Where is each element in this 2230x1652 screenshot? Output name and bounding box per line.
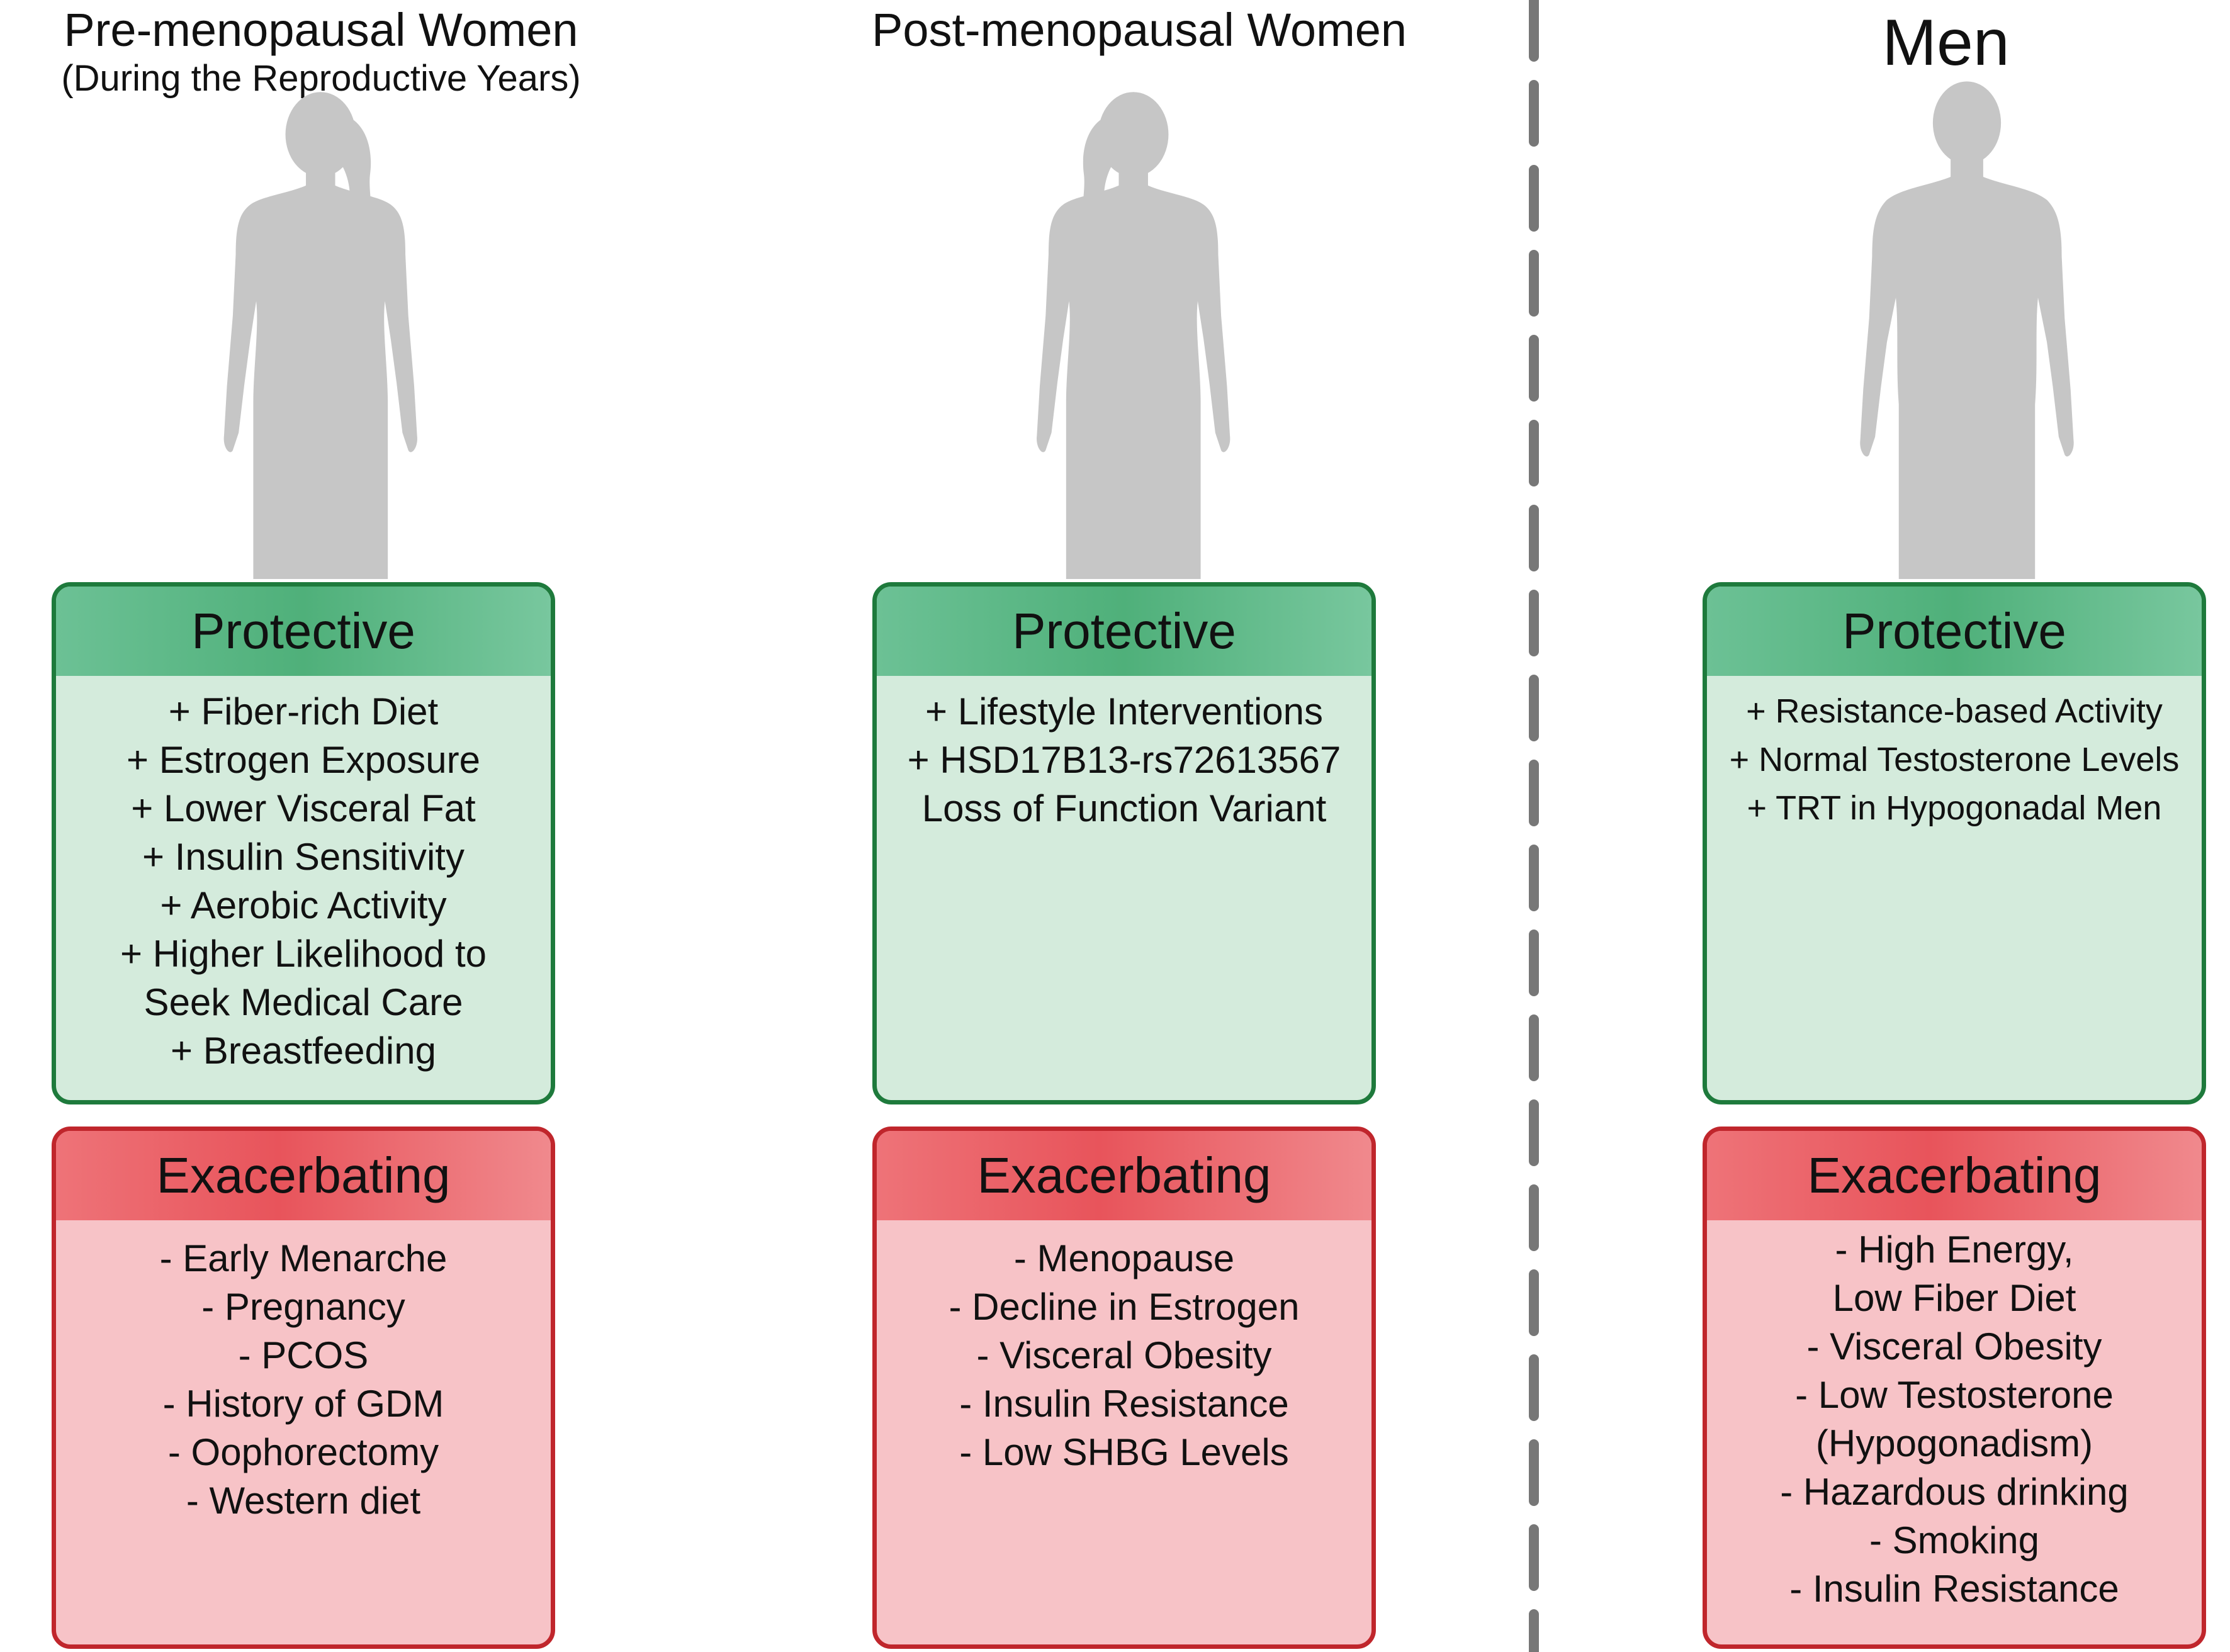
factor-item: - PCOS — [238, 1334, 369, 1376]
exacerbating-factors-box: Exacerbating - Menopause - Decline in Est… — [872, 1127, 1376, 1649]
factor-item: - Low SHBG Levels — [959, 1431, 1289, 1473]
factor-item: - Menopause — [1013, 1237, 1235, 1279]
protective-heading: Protective — [56, 587, 551, 676]
exacerbating-heading: Exacerbating — [1707, 1131, 2202, 1220]
factor-item: - Visceral Obesity — [976, 1334, 1272, 1376]
column-postmenopausal-women: Post-menopausal Women Protective + Lifes… — [812, 0, 1467, 1652]
protective-heading: Protective — [877, 587, 1371, 676]
factor-item: + Lower Visceral Fat — [131, 787, 476, 829]
protective-factors-list: + Lifestyle Interventions + HSD17B13-rs72… — [877, 676, 1371, 833]
factor-item: + Fiber-rich Diet — [168, 690, 439, 733]
exacerbating-factors-box: Exacerbating - High Energy, Low Fiber Die… — [1703, 1127, 2206, 1649]
factor-item: - Pregnancy — [201, 1286, 405, 1328]
factor-item: - Decline in Estrogen — [949, 1286, 1300, 1328]
exacerbating-factors-list: - Early Menarche - Pregnancy - PCOS - Histo… — [56, 1220, 551, 1525]
factor-item: - Western diet — [186, 1480, 421, 1522]
factor-item: (Hypogonadism) — [1815, 1422, 2093, 1464]
column-subtitle: (During the Reproductive Years) — [61, 58, 581, 99]
factor-item: Loss of Function Variant — [921, 787, 1327, 829]
male-silhouette-icon — [1860, 81, 2074, 579]
factor-item: + Resistance-based Activity — [1746, 692, 2163, 730]
factor-item: + Aerobic Activity — [160, 884, 447, 926]
exacerbating-factors-list: - Menopause - Decline in Estrogen - Viscer… — [877, 1220, 1371, 1476]
factor-item: - History of GDM — [162, 1383, 444, 1425]
protective-factors-box: Protective + Lifestyle Interventions + HS… — [872, 582, 1376, 1104]
protective-factors-list: + Resistance-based Activity + Normal Test… — [1707, 676, 2202, 833]
exacerbating-factors-list: - High Energy, Low Fiber Diet - Visceral O… — [1707, 1220, 2202, 1613]
exacerbating-heading: Exacerbating — [56, 1131, 551, 1220]
protective-heading: Protective — [1707, 587, 2202, 676]
factor-item: - Low Testosterone — [1795, 1374, 2114, 1416]
protective-factors-list: + Fiber-rich Diet + Estrogen Exposure + Lo… — [56, 676, 551, 1075]
factor-item: - Oophorectomy — [167, 1431, 439, 1473]
factor-item: - Insulin Resistance — [1789, 1568, 2119, 1610]
factor-item: - High Energy, — [1835, 1228, 2074, 1271]
factor-item: - Hazardous drinking — [1780, 1471, 2129, 1513]
factor-item: + Normal Testosterone Levels — [1729, 741, 2180, 778]
factor-item: - Insulin Resistance — [959, 1383, 1289, 1425]
protective-factors-box: Protective + Fiber-rich Diet + Estrogen E… — [52, 582, 555, 1104]
column-title: Pre-menopausal Women — [64, 4, 578, 56]
female-silhouette-icon — [223, 92, 417, 579]
female-silhouette-icon — [1037, 92, 1230, 579]
protective-factors-box: Protective + Resistance-based Activity+ … — [1703, 582, 2206, 1104]
factor-item: Seek Medical Care — [144, 981, 463, 1023]
factor-item: + Insulin Sensitivity — [142, 836, 465, 878]
exacerbating-heading: Exacerbating — [877, 1131, 1371, 1220]
factor-item: + Breastfeeding — [171, 1030, 436, 1072]
factor-item: - Early Menarche — [159, 1237, 448, 1279]
exacerbating-factors-box: Exacerbating - Early Menarche - Pregnancy… — [52, 1127, 555, 1649]
factor-item: - Visceral Obesity — [1806, 1325, 2102, 1368]
factor-item: + Lifestyle Interventions — [925, 690, 1324, 733]
column-title: Men — [1882, 6, 2010, 79]
factor-item: + TRT in Hypogonadal Men — [1747, 789, 2162, 827]
factor-item: + HSD17B13-rs72613567 — [907, 739, 1341, 781]
column-title: Post-menopausal Women — [871, 4, 1407, 56]
column-premenopausal-women: Pre-menopausal Women (During the Reprodu… — [0, 0, 642, 1652]
factor-item: - Smoking — [1869, 1519, 2040, 1561]
factor-item: + Estrogen Exposure — [126, 739, 480, 781]
column-men: Men Protective + Resistance-based Activi… — [1662, 0, 2230, 1652]
column-divider — [1529, 0, 1539, 1652]
factor-item: Low Fiber Diet — [1832, 1277, 2076, 1319]
factor-item: + Higher Likelihood to — [120, 933, 487, 975]
